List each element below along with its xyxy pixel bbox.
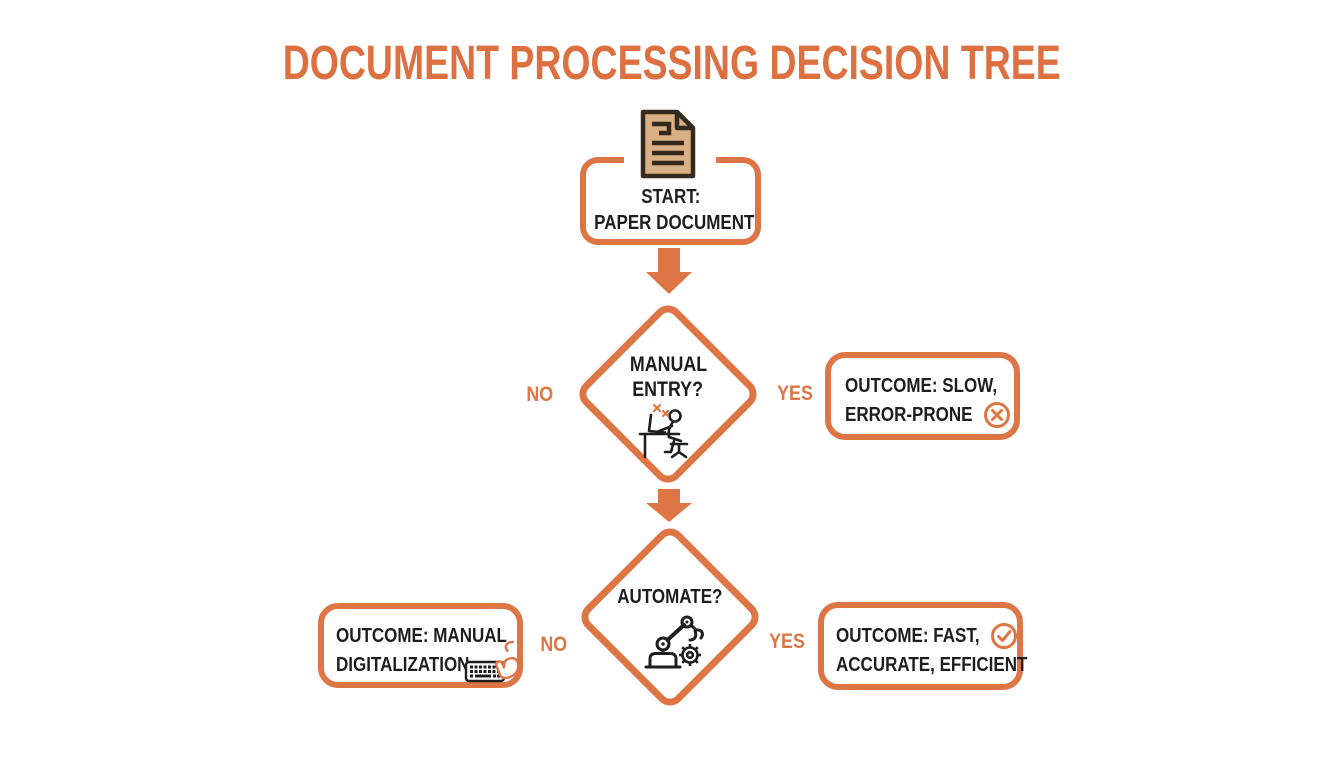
outcome-fast-line1: OUTCOME: FAST, xyxy=(836,625,980,647)
start-node-label: START: PAPER DOCUMENT xyxy=(580,184,761,236)
start-line1: START: xyxy=(640,186,701,208)
robot-arm-icon xyxy=(644,615,704,669)
outcome-slow-line1: OUTCOME: SLOW, xyxy=(845,375,998,397)
decision2-line1: AUTOMATE? xyxy=(617,586,723,608)
decision-automate-label: AUTOMATE? xyxy=(603,585,737,610)
flow-arrow-down-2 xyxy=(646,489,692,522)
outcome-slow-line2: ERROR-PRONE xyxy=(845,404,973,426)
start-line2: PAPER DOCUMENT xyxy=(594,212,755,234)
edge-label-no-1: NO xyxy=(526,383,554,406)
edge-label-yes-2: YES xyxy=(769,630,805,653)
edge-label-no-2: NO xyxy=(540,633,568,656)
outcome-slow-error-prone: OUTCOME: SLOW, ERROR-PRONE xyxy=(825,352,1020,440)
outcome-manual-line2: DIGITALIZATION xyxy=(336,654,470,676)
person-at-desk-icon xyxy=(638,403,689,459)
outcome-fast-line2: ACCURATE, EFFICIENT xyxy=(836,654,1028,676)
x-circle-icon xyxy=(984,402,1010,428)
outcome-manual-digitalization: OUTCOME: MANUAL DIGITALIZATION xyxy=(318,603,523,688)
edge-label-yes-1: YES xyxy=(777,382,813,405)
decision-manual-entry-label: MANUAL ENTRY? xyxy=(601,352,735,402)
flow-arrow-down-1 xyxy=(646,248,692,294)
decision1-line2: ENTRY? xyxy=(632,378,704,401)
decision1-line1: MANUAL xyxy=(629,353,707,376)
diagram-title-text: DOCUMENT PROCESSING DECISION TREE xyxy=(282,37,1062,90)
check-circle-icon xyxy=(991,623,1017,649)
diagram-title: DOCUMENT PROCESSING DECISION TREE xyxy=(0,36,1344,91)
outcome-manual-line1: OUTCOME: MANUAL xyxy=(336,625,507,647)
outcome-fast-accurate-efficient: OUTCOME: FAST, ACCURATE, EFFICIENT xyxy=(818,602,1027,690)
keyboard-tap-icon xyxy=(464,640,520,683)
document-icon xyxy=(640,109,696,179)
